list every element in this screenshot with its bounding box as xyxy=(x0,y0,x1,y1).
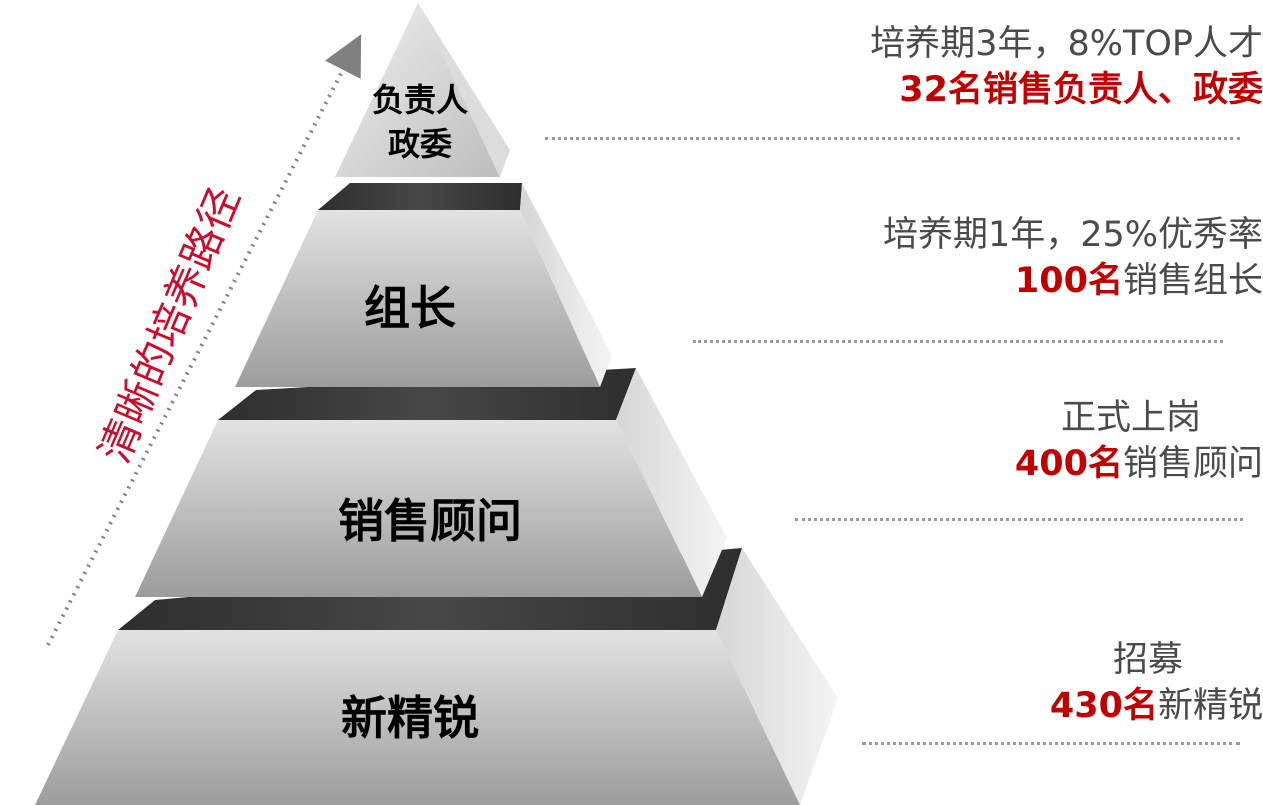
level-label-line: 负责人 xyxy=(371,81,468,119)
info-block-leader: 培养期3年，8%TOP人才 32名销售负责人、政委 xyxy=(73,22,1263,114)
info-period-text: 培养期1年，25%优秀率 xyxy=(882,215,1263,255)
info-period-text: 招募 xyxy=(1112,640,1183,680)
tier-front-face xyxy=(235,210,600,387)
tier-side-face xyxy=(716,548,838,805)
tier-side-face xyxy=(520,183,612,387)
separator-line xyxy=(545,137,1240,140)
info-block-consultant: 正式上岗 400名销售顾问 xyxy=(105,396,1263,488)
info-count-highlight: 430名 xyxy=(1049,686,1158,726)
info-count-highlight: 32名销售负责人、政委 xyxy=(899,70,1263,110)
tier-front-face xyxy=(135,420,702,597)
level-label-line: 销售顾问 xyxy=(338,494,522,548)
level-label-line: 新精锐 xyxy=(341,691,479,745)
tier-front-face xyxy=(35,630,800,805)
level-label-consultant: 销售顾问 xyxy=(300,493,560,549)
info-period-text: 培养期3年，8%TOP人才 xyxy=(870,24,1263,64)
level-label-line: 组长 xyxy=(364,281,456,335)
info-count-highlight: 100名 xyxy=(1014,261,1123,301)
info-block-new-recruit: 招募 430名新精锐 xyxy=(67,638,1263,730)
separator-line xyxy=(862,742,1240,745)
level-label-new-recruit: 新精锐 xyxy=(300,690,520,746)
info-count-suffix: 销售组长 xyxy=(1122,261,1263,301)
info-period-text: 正式上岗 xyxy=(1060,398,1201,438)
tier-step-top xyxy=(318,183,522,210)
separator-line xyxy=(693,340,1223,343)
info-count-suffix: 新精锐 xyxy=(1157,686,1263,726)
tier-side-face xyxy=(616,368,727,597)
level-label-leader: 负责人 政委 xyxy=(345,78,495,166)
separator-line xyxy=(795,518,1243,521)
level-label-team-lead: 组长 xyxy=(310,280,510,336)
apex-side-face xyxy=(418,3,510,177)
info-block-team-lead: 培养期1年，25%优秀率 100名销售组长 xyxy=(91,213,1263,305)
info-count-suffix: 销售顾问 xyxy=(1122,444,1263,484)
level-label-line: 政委 xyxy=(387,125,452,163)
apex-front-face xyxy=(335,3,500,177)
info-count-highlight: 400名 xyxy=(1014,444,1123,484)
